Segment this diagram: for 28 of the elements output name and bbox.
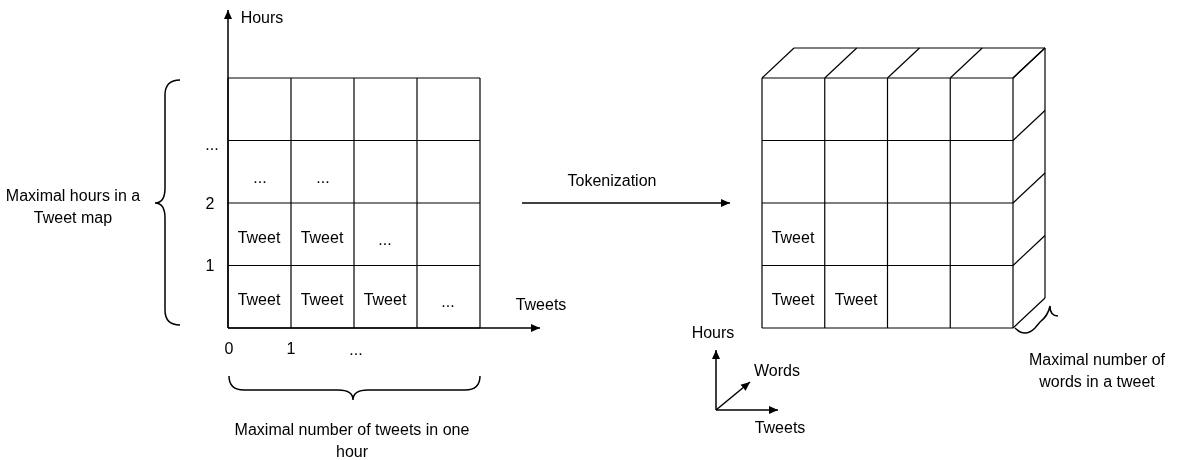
cell-text: Tweet bbox=[771, 290, 815, 310]
tick-label: 2 bbox=[205, 194, 215, 214]
tick-label: 1 bbox=[205, 256, 215, 276]
cell-text: Tweet bbox=[363, 290, 407, 310]
cell-text: Tweet bbox=[834, 290, 878, 310]
edge-label: Tokenization bbox=[567, 171, 657, 191]
cell-text: Tweet bbox=[237, 228, 281, 248]
cell-text: ... bbox=[253, 168, 267, 188]
axis-label: Hours bbox=[240, 8, 284, 28]
cell-text: ... bbox=[316, 168, 330, 188]
cell-text: Tweet bbox=[300, 228, 344, 248]
axis-label: Tweets bbox=[515, 295, 567, 315]
tick-label: ... bbox=[205, 135, 219, 155]
tick-label: 0 bbox=[224, 339, 234, 359]
cell-text: ... bbox=[441, 292, 455, 312]
axis-label: Tweets bbox=[754, 418, 806, 438]
cell-text: Tweet bbox=[237, 290, 281, 310]
tick-label: 1 bbox=[286, 339, 296, 359]
arrow bbox=[521, 199, 731, 207]
cell-text: ... bbox=[378, 230, 392, 250]
cell-text: Tweet bbox=[300, 290, 344, 310]
brace-label: Maximal number of words in a tweet bbox=[1027, 350, 1166, 392]
axis-label: Hours bbox=[691, 323, 735, 343]
axis-label: Words bbox=[754, 361, 800, 381]
brace-label: Maximal number of tweets in one hour bbox=[233, 420, 471, 460]
cell-text: Tweet bbox=[771, 228, 815, 248]
tick-label: ... bbox=[349, 340, 363, 360]
brace-label: Maximal hours in a Tweet map bbox=[4, 186, 142, 228]
